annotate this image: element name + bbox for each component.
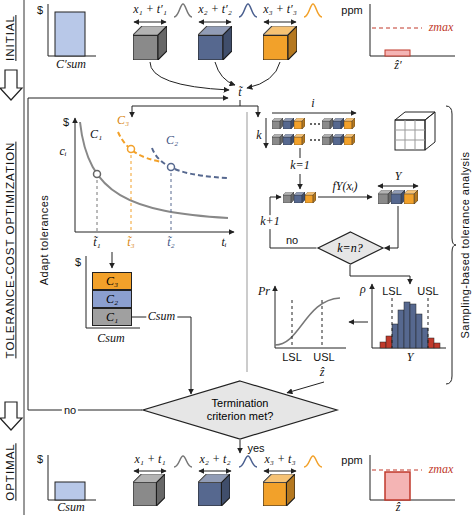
band-label: INITIAL <box>4 15 17 61</box>
loop-line <box>28 98 228 410</box>
loop-label: k+1 <box>258 215 281 229</box>
edge-label: Csum <box>146 310 177 324</box>
axis-label: $ <box>37 453 43 466</box>
tick-label: t̃₂ <box>167 236 175 250</box>
axis-label: ppm <box>341 454 362 467</box>
node-text: C₁ <box>106 311 118 324</box>
part-label: x₁ + t₁ <box>134 453 165 467</box>
part-label: x₂ + t₂ <box>199 453 230 467</box>
axis-label: $ <box>37 4 43 17</box>
band-label: TOLERANCE-COST OPTIMIZATION <box>4 142 17 359</box>
node-text: Termination criterion met? <box>195 397 285 423</box>
optimal-row <box>48 455 455 500</box>
curve-label: C₃ <box>117 114 129 128</box>
index-label: k <box>256 129 261 143</box>
decision-diamond: k=n? <box>317 231 384 265</box>
branch-lines <box>132 100 258 372</box>
tolerance-vector: t̃ <box>238 86 241 100</box>
tick-label: t̃₁ <box>93 236 101 250</box>
limit-label: zmax <box>429 21 454 35</box>
function-label: fY(xᵢ) <box>332 180 357 194</box>
index-label: i <box>311 97 314 111</box>
cost-bar: C₁ <box>92 308 132 326</box>
cost-bar: C₃ <box>92 272 132 290</box>
part-label: x₃ + t₃ <box>264 453 295 467</box>
node-text: k=n? <box>337 242 362 255</box>
axis-label: $ <box>75 256 81 269</box>
limit-label: LSL <box>382 285 402 298</box>
limit-label: LSL <box>282 351 302 364</box>
limit-label: USL <box>417 285 438 298</box>
branch-label: no <box>62 404 78 417</box>
band <box>0 0 24 515</box>
band-label: OPTIMAL <box>4 443 17 500</box>
result-label: ẑ′ <box>394 59 401 73</box>
bracket-label: Sampling-based tolerance analysis <box>459 151 472 338</box>
node-text: C₂ <box>106 293 118 306</box>
limit-label: USL <box>313 351 334 364</box>
node-text: C₃ <box>106 275 118 288</box>
result-label: ẑ <box>396 501 401 515</box>
cost-bar: C₂ <box>92 290 132 308</box>
tick-label: t̃₃ <box>127 236 135 250</box>
axis-label: C′sum <box>56 58 86 72</box>
limit-label: zmax <box>429 463 454 477</box>
cost-chart <box>75 118 234 328</box>
sampling-panel <box>266 106 456 384</box>
result-label: ẑ <box>320 366 325 380</box>
axis-label: Csum <box>57 501 84 515</box>
flow-arrow <box>350 265 410 284</box>
initial-row <box>48 4 455 90</box>
flow-arrow <box>132 317 191 394</box>
result-arrow <box>287 382 324 393</box>
axis-label: $ <box>63 116 69 129</box>
axis-label: Pr <box>258 285 270 299</box>
part-label: x₂ + t′₂ <box>198 3 232 17</box>
axis-label: cᵢ <box>59 145 66 159</box>
part-label: x₃ + t′₃ <box>263 3 297 17</box>
flow-arrow <box>385 206 399 248</box>
loop-label: Adapt tolerances <box>38 195 51 286</box>
axis-label: ρ <box>360 283 366 297</box>
curve-label: C₁ <box>90 128 102 142</box>
axis-label: Y <box>407 351 414 365</box>
decision-diamond: Termination criterion met? <box>142 380 338 440</box>
loop-label: k=1 <box>290 159 309 173</box>
curve-label: C₂ <box>166 134 178 148</box>
exit-arrow <box>240 440 241 453</box>
part-label: x₁ + t′₁ <box>133 3 167 17</box>
axis-label: ppm <box>341 4 362 17</box>
axis-label: tᵢ <box>221 236 226 250</box>
branch-label: no <box>286 234 298 247</box>
branch-label: yes <box>247 442 264 455</box>
dimension-label: Y <box>395 170 402 184</box>
axis-label: Csum <box>97 332 124 346</box>
